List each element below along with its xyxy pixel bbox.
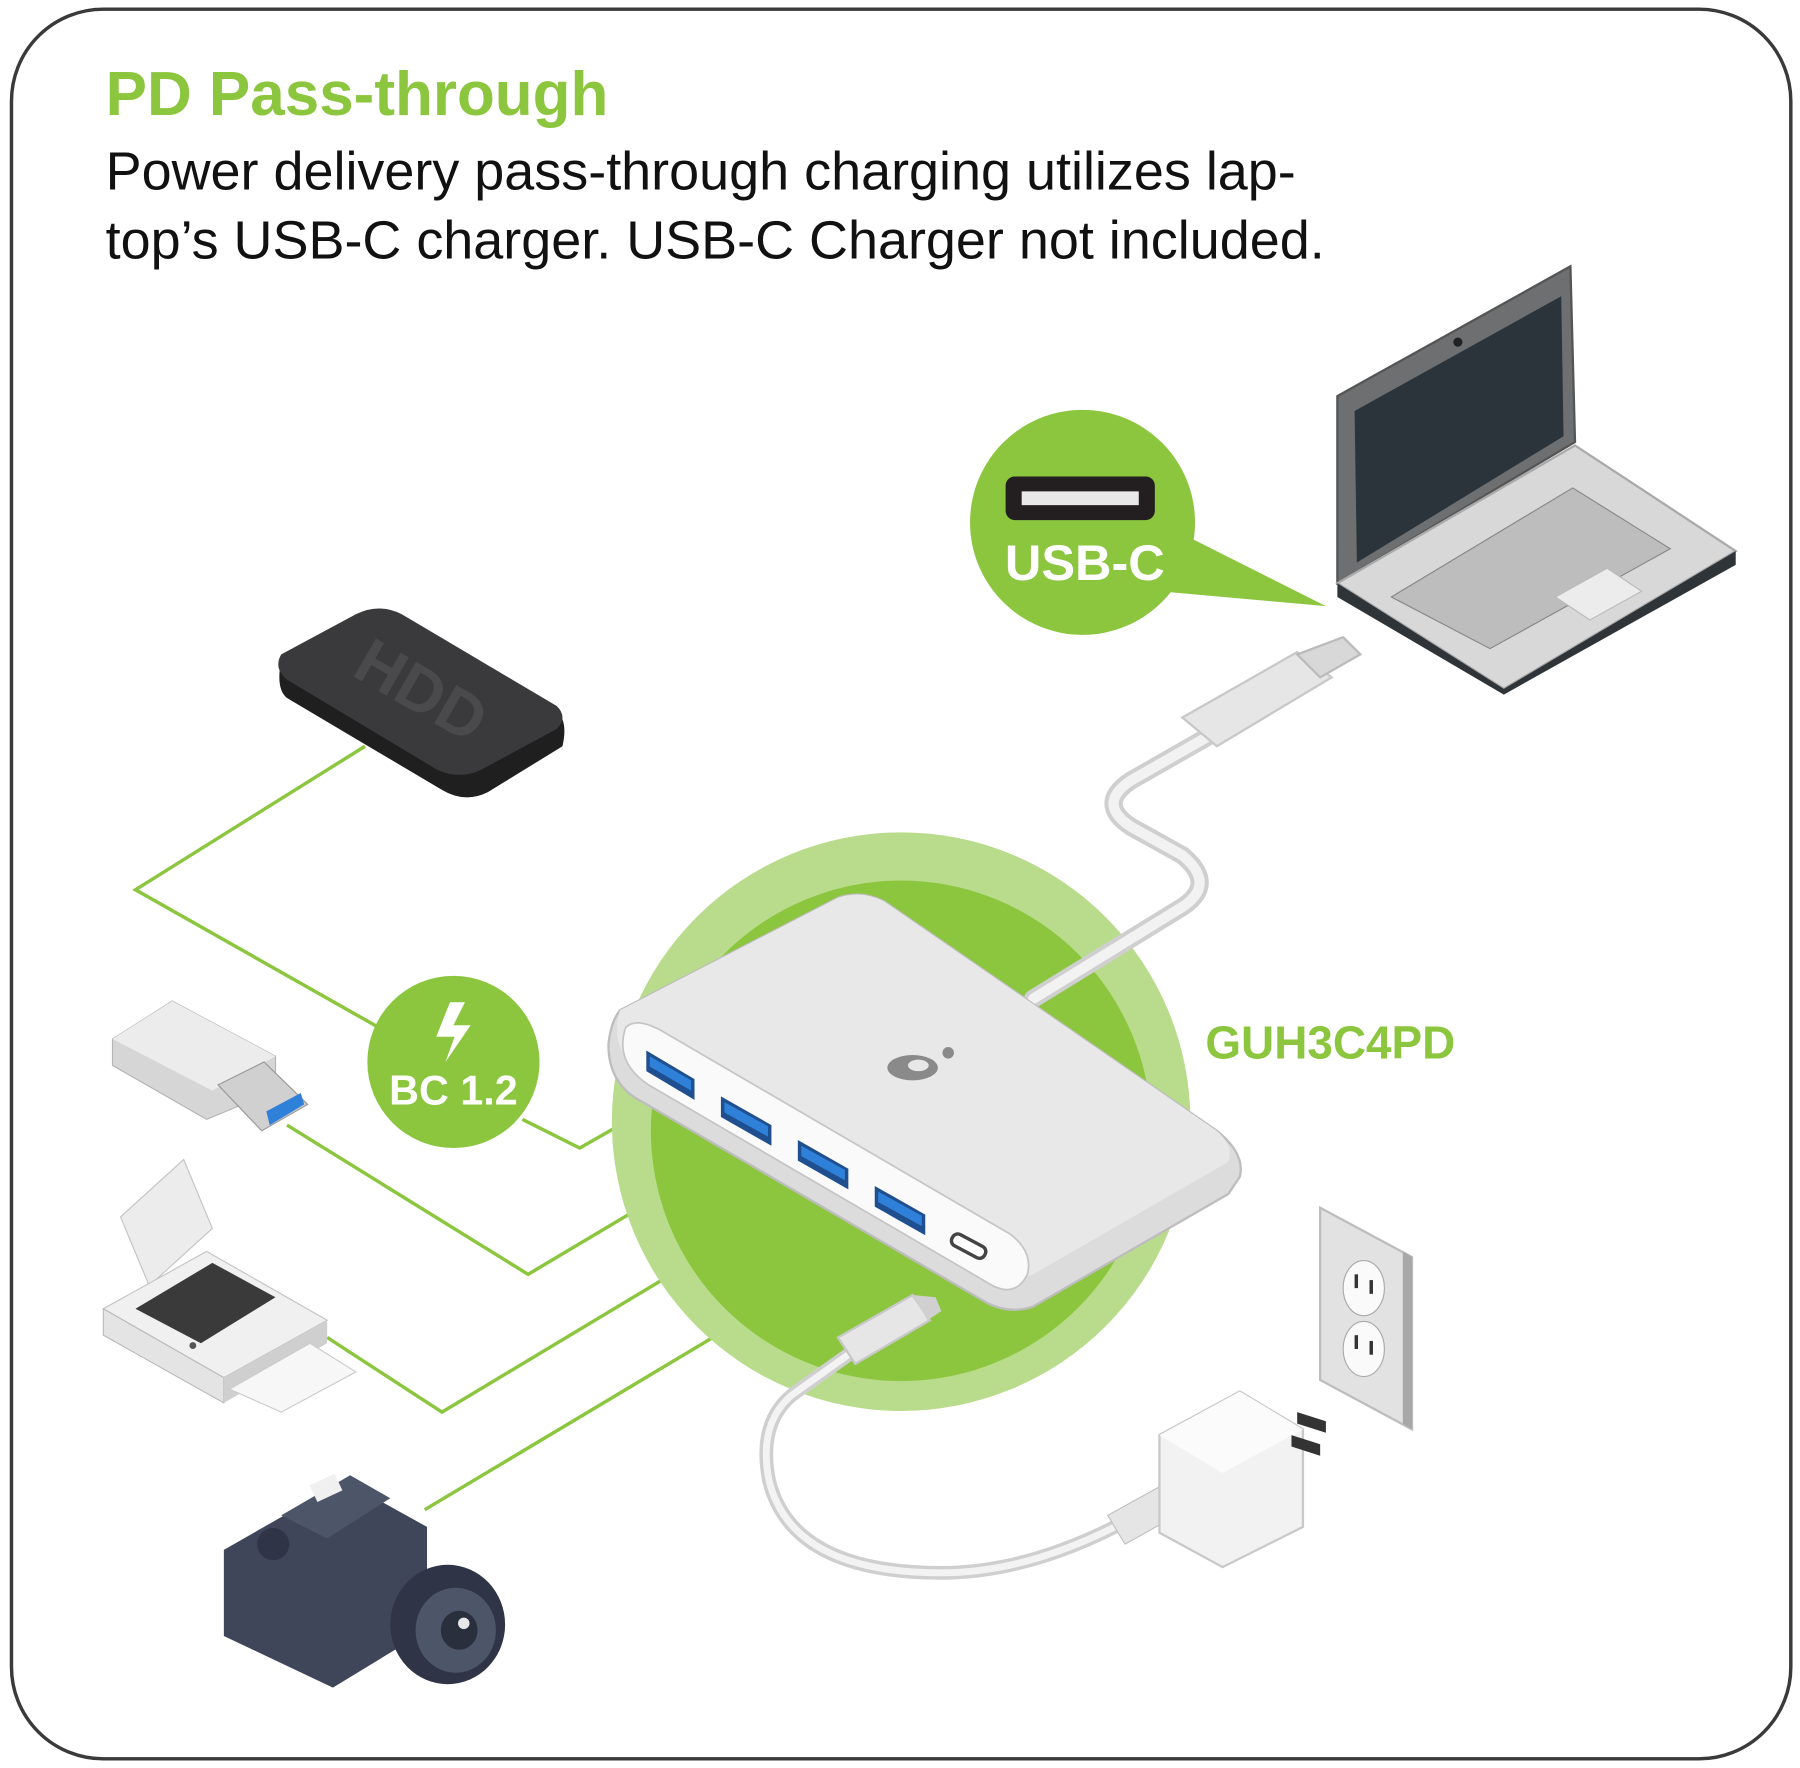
usb-hub (607, 893, 1242, 1311)
hdd: HDD (278, 608, 565, 798)
description-line-2: top’s USB-C charger. USB-C Charger not i… (106, 210, 1325, 270)
description-line-1: Power delivery pass-through charging uti… (106, 141, 1296, 201)
usb-c-label: USB-C (1005, 534, 1165, 591)
usb-c-plug (1180, 635, 1363, 748)
bc-label: BC 1.2 (389, 1067, 518, 1113)
usb-a-port-3 (797, 1140, 849, 1190)
lightning-bolt-icon (436, 1002, 471, 1062)
usb-c-callout: USB-C (970, 409, 1326, 635)
hdd-line (132, 744, 380, 1030)
model-label: GUH3C4PD (1205, 1017, 1455, 1069)
usb-a-port-4 (874, 1185, 926, 1236)
touchpad (1554, 567, 1643, 621)
bc-callout: BC 1.2 (367, 975, 540, 1149)
usb-a-port-2 (720, 1096, 772, 1146)
usb-flash-drive (111, 1000, 309, 1132)
wall-outlet (1319, 1205, 1414, 1432)
usb-c-charger (1106, 1390, 1326, 1569)
brand-logo-icon (887, 1047, 954, 1081)
laptop (1335, 264, 1738, 695)
page-title: PD Pass-through (106, 60, 609, 129)
usb-c-port (949, 1232, 988, 1261)
keyboard (1390, 487, 1672, 650)
usb-c-plug-lower (836, 1293, 942, 1366)
printer (102, 1158, 358, 1413)
usb-a-port-1 (646, 1050, 695, 1100)
camera (223, 1473, 506, 1688)
